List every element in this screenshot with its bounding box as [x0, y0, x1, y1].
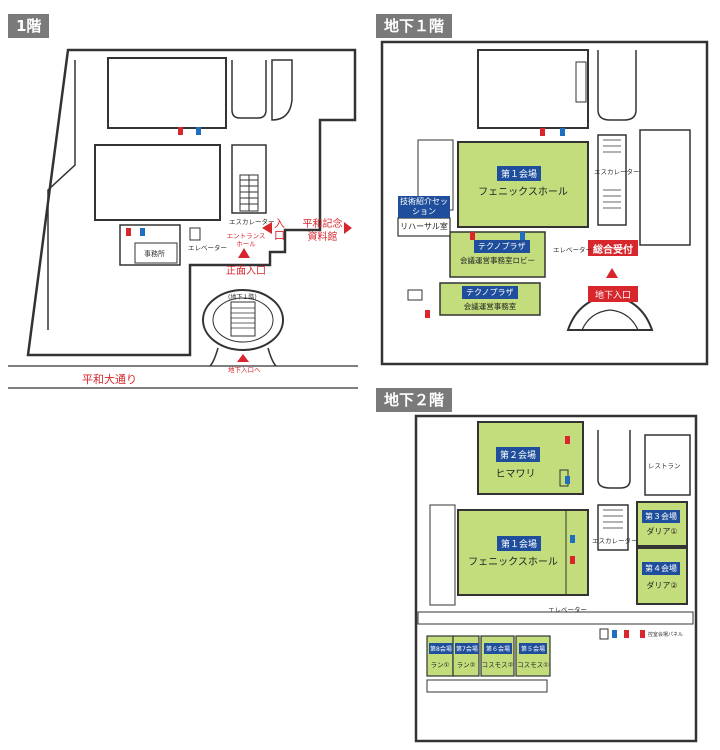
- floor-1f-title: 1階: [8, 14, 50, 38]
- b2-elevator-label: エレベーター: [548, 606, 587, 614]
- b1-entrance-arrow-icon: [606, 268, 618, 278]
- floor-b1-title: 地下１階: [376, 14, 453, 38]
- b2-hall5-name: コスモス①: [517, 661, 549, 669]
- b2-hall7-name: ラン②: [456, 661, 476, 669]
- b1-rehearsal-label: リハーサル室: [400, 222, 448, 231]
- b2-hall8-name: ラン①: [430, 661, 450, 669]
- f1-museum-arrow-icon: [344, 222, 352, 234]
- floor-b2-title: 地下２階: [376, 388, 453, 412]
- b2-hall6-room: [480, 635, 515, 677]
- f1-museum-label: 平和記念資料館: [302, 219, 343, 243]
- b2-hall4-name: ダリア②: [646, 581, 678, 590]
- b2-hall2-tag: 第２会場: [496, 447, 541, 462]
- b2-hall3-name: ダリア①: [646, 527, 678, 536]
- b1-hall1-name: フェニックスホール: [478, 187, 568, 198]
- f1-elevator-icon: [189, 227, 201, 241]
- f1-restroom-male-icon: [178, 127, 183, 135]
- f1-street-label: 平和大通り: [82, 373, 137, 386]
- f1-building-outline: [26, 48, 357, 357]
- b2-escalator-icon: [603, 509, 623, 529]
- f1-entrance-arrow-icon: [262, 222, 272, 234]
- b1-elevator-label: エレベーター: [553, 246, 592, 254]
- b1-basement-entrance-label: 地下入口: [594, 291, 631, 301]
- b1-lobby-label: 会議運営事務室ロビー: [460, 256, 535, 265]
- b2-hall4-tag: 第４会場: [642, 562, 680, 575]
- b2-hall7-tag: 第7会場: [455, 643, 479, 654]
- b1-reception-box: [588, 240, 638, 256]
- f1-main-entrance-label: 正面入口: [226, 266, 266, 277]
- f1-elevator-label: エレベーター: [188, 244, 227, 252]
- b2-small-room-label: 控室会場パネル: [648, 632, 684, 638]
- b2-escalator-label: エスカレーター: [592, 537, 638, 545]
- b1-tech-tag: 技術紹介セッション: [398, 196, 450, 218]
- b1-hall1-tag: 第１会場: [497, 166, 542, 181]
- f1-entrance-hall-label: エントランスホール: [226, 232, 266, 248]
- b2-hall4-room: [636, 547, 688, 605]
- b2-hall8-tag: 第8会場: [429, 643, 453, 654]
- b2-hall6-tag: 第６会場: [484, 643, 513, 654]
- f1-basement-label: (地下１階): [228, 294, 257, 301]
- b1-technoplaza2-tag: テクノプラザ: [462, 286, 518, 299]
- b2-hall8-room: [426, 635, 454, 677]
- f1-jimusho-label: 事務所: [144, 250, 165, 258]
- b1-reception-label: 総合受付: [593, 245, 633, 256]
- f1-entrance-label: 入口: [274, 217, 285, 242]
- f1-main-entrance-arrow-icon: [238, 248, 250, 258]
- b1-escalator-label: エスカレーター: [594, 168, 640, 176]
- b2-hall6-name: コスモス②: [481, 661, 514, 669]
- b2-restaurant-label: レストラン: [648, 462, 681, 470]
- f1-roundabout: [202, 289, 284, 351]
- b2-hall2-name: ヒマワリ: [495, 469, 536, 480]
- f1-escalator-icon: [239, 174, 259, 212]
- f1-block-b: [94, 144, 221, 221]
- b1-basement-entrance-box: [588, 286, 638, 302]
- b1-escalator-icon: [603, 139, 621, 209]
- f1-jimusho-room: [134, 242, 178, 264]
- f1-basement-arrow-icon: [237, 354, 249, 362]
- f1-escalator-label: エスカレーター: [229, 218, 275, 226]
- b2-hall3-room: [636, 501, 688, 547]
- b2-hall5-tag: 第５会場: [519, 643, 548, 654]
- f1-block-a: [107, 57, 227, 129]
- b2-hall7-room: [452, 635, 480, 677]
- b2-hall3-tag: 第３会場: [642, 510, 680, 523]
- f1-restroom-female-icon: [196, 127, 201, 135]
- b1-office-label: 会議運営事務室: [463, 302, 517, 311]
- b1-technoplaza1-tag: テクノプラザ: [474, 240, 530, 253]
- f1-to-basement-label: 地下入口へ: [228, 366, 261, 374]
- b1-hall1-room: [457, 141, 589, 228]
- b2-hall5-room: [515, 635, 551, 677]
- b2-hall1-tag: 第１会場: [497, 536, 542, 551]
- b2-hall1-name: フェニックスホール: [468, 557, 558, 568]
